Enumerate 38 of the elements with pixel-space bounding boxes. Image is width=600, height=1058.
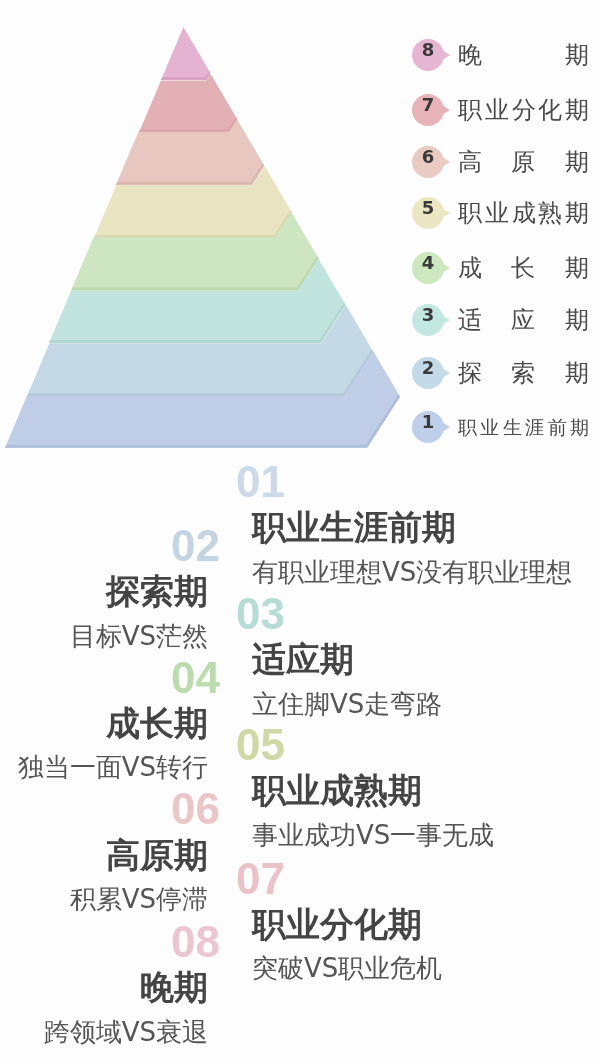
stage-description: 有职业理想VS没有职业理想 xyxy=(252,557,573,587)
stage-title: 职业分化期 xyxy=(252,906,422,942)
stage-label: 职业分化期 xyxy=(458,95,589,126)
pyramid-layer xyxy=(116,119,265,185)
stage-label: 职业成熟期 xyxy=(458,198,589,229)
stage-label: 探 索 期 xyxy=(458,358,589,389)
stage-description: 积累VS停滞 xyxy=(68,884,208,914)
stage-title: 职业生涯前期 xyxy=(252,509,456,545)
stage-description: 突破VS职业危机 xyxy=(252,953,443,983)
stage-title: 成长期 xyxy=(105,705,208,741)
stage-description: 事业成功VS一事无成 xyxy=(252,820,495,850)
step-number: 03 xyxy=(236,589,285,640)
pyramid-layer xyxy=(138,73,238,132)
stage-title: 探索期 xyxy=(104,573,208,609)
step-number: 04 xyxy=(171,653,220,704)
stage-description: 目标VS茫然 xyxy=(68,621,208,651)
pyramid-layer xyxy=(71,212,320,291)
stage-title: 高原期 xyxy=(105,837,208,873)
stage-label: 职业生涯前期 xyxy=(458,415,589,440)
pyramid-layer xyxy=(27,304,374,396)
stage-description: 立住脚VS走弯路 xyxy=(252,689,443,719)
step-number: 05 xyxy=(236,720,285,771)
stage-label: 适 应 期 xyxy=(458,305,589,336)
step-number: 02 xyxy=(171,521,220,572)
step-number: 07 xyxy=(236,854,285,905)
step-number: 08 xyxy=(171,917,220,968)
stage-title: 适应期 xyxy=(252,641,354,677)
stage-title: 职业成熟期 xyxy=(252,772,422,808)
pyramid-layer xyxy=(93,165,292,238)
stage-label: 高 原 期 xyxy=(458,147,589,178)
stage-label: 成 长 期 xyxy=(458,253,589,284)
stage-description: 跨领域VS衰退 xyxy=(42,1017,208,1047)
stage-label: 晚 期 xyxy=(458,40,589,71)
stage-title: 晚期 xyxy=(139,969,208,1005)
pyramid-layer xyxy=(49,259,346,343)
pyramid-layer xyxy=(160,27,211,80)
pyramid-layer xyxy=(5,351,401,448)
stage-description: 独当一面VS转行 xyxy=(16,752,208,782)
